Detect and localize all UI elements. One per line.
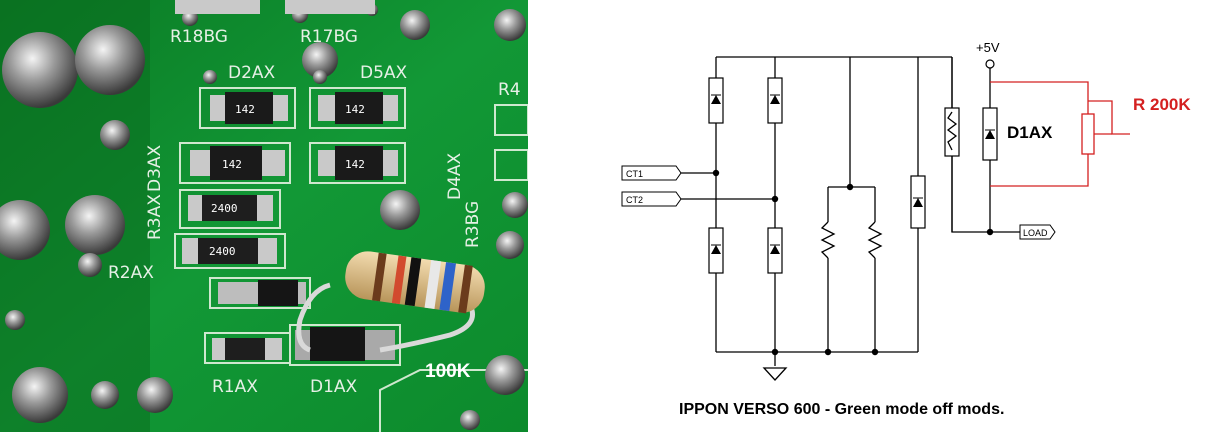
ct1-tag: CT1: [621, 165, 682, 181]
resistor-marking: 2400: [209, 245, 236, 258]
diode-symbols: [708, 77, 998, 274]
diode-marking: 142: [235, 103, 255, 116]
junction-dots: [712, 169, 994, 356]
label-r17bg: R17BG: [300, 27, 358, 47]
solder-joints: [0, 4, 528, 430]
diode-marking: 142: [345, 103, 365, 116]
vcc-label: +5V: [976, 40, 1000, 55]
added-resistor-100k: [296, 251, 485, 353]
silkscreen-outlines: [174, 87, 528, 432]
smd-resistor-r2ax: 2400: [182, 238, 277, 264]
d1ax-label: D1AX: [1007, 123, 1053, 142]
smd-diode-d2ax: 142: [210, 92, 288, 124]
ct1-label: CT1: [626, 169, 643, 179]
smd-diode-d5ax: 142: [318, 92, 398, 124]
label-r2ax: R2AX: [108, 263, 154, 283]
load-tag: LOAD: [1019, 224, 1056, 240]
diode-marking: 142: [345, 158, 365, 171]
ground-symbol: [762, 367, 788, 381]
smd-part-r1ax: [212, 338, 282, 360]
label-d3ax: D3AX: [145, 144, 165, 192]
smd-resistor-r3ax: 2400: [188, 195, 273, 221]
smd-diode-d4ax: 142: [318, 146, 398, 180]
silkscreen-labels: R18BG R17BG D2AX D5AX R4 D3AX R3AX R2AX …: [108, 27, 521, 397]
label-r18bg: R18BG: [170, 27, 228, 47]
schematic-wires: [680, 56, 1020, 366]
label-d4ax: D4AX: [445, 152, 465, 200]
label-d5ax: D5AX: [360, 63, 408, 83]
label-d1ax: D1AX: [310, 377, 358, 397]
smd-part-r17bg: [285, 0, 375, 14]
label-d2ax: D2AX: [228, 63, 276, 83]
resistor-symbols: [820, 107, 960, 259]
added-resistor-label: 100K: [425, 361, 471, 382]
diode-marking: 142: [222, 158, 242, 171]
label-r3bg: R3BG: [463, 201, 483, 248]
pcb-photo: 142 142 142 142 2400 2400: [0, 0, 528, 432]
smd-part-d1ax: [295, 327, 395, 361]
label-r3ax: R3AX: [145, 194, 165, 240]
schematic-caption: IPPON VERSO 600 - Green mode off mods.: [679, 401, 1004, 418]
smd-part-r18bg: [175, 0, 260, 14]
label-r1ax: R1AX: [212, 377, 258, 397]
resistor-marking: 2400: [211, 202, 238, 215]
vcc-terminal: [985, 59, 995, 69]
mod-resistor-200k: [990, 81, 1130, 187]
ct2-label: CT2: [626, 195, 643, 205]
label-r4: R4: [498, 80, 521, 100]
circuit-schematic: +5V CT1 CT2 LOAD D1AX R 200K IPPON VERSO…: [528, 0, 1211, 432]
smd-diode-d3ax: 142: [190, 146, 285, 180]
r200k-label: R 200K: [1133, 95, 1191, 114]
smd-part-middle: [218, 280, 306, 306]
load-label: LOAD: [1023, 228, 1048, 238]
ct2-tag: CT2: [621, 191, 682, 207]
